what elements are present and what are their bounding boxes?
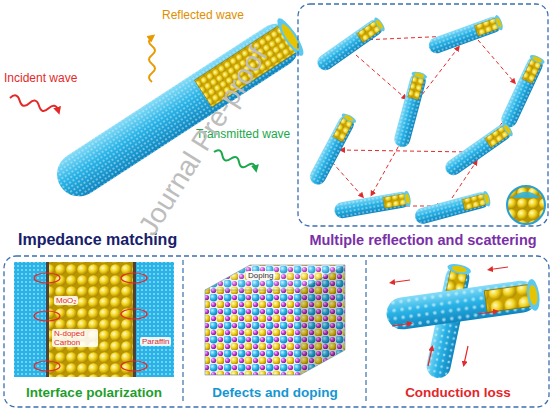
svg-part [499,53,546,130]
svg-part [392,70,427,149]
bottom-border [4,256,549,407]
small-tubes [307,14,546,225]
svg-part [205,290,300,375]
svg-part [34,311,60,321]
svg-part [490,267,508,270]
transmitted-wave [213,149,257,172]
svg-part [14,262,46,377]
panel-title: Interface polarization [26,385,162,401]
material-label: Paraffin [140,337,171,346]
material-label: N-doped Carbon [52,329,98,347]
reflection-paths [332,36,518,206]
svg-part [205,265,345,375]
svg-part [34,361,60,371]
svg-part [314,16,386,73]
svg-part [121,273,147,283]
material-label: MoO₂ [54,296,78,305]
lattice-figure [205,265,345,375]
svg-part [512,192,540,198]
svg-part [121,361,147,371]
divider [182,260,183,403]
interface-figure [14,262,174,377]
panel-title: Multiple reflection and scattering [309,232,536,249]
wave-label: Incident wave [4,72,77,86]
svg-part [34,273,147,371]
svg-part [442,121,514,178]
svg-part [392,324,410,327]
svg-part [300,265,345,375]
panel-title: Defects and doping [212,385,337,401]
svg-part [392,267,508,366]
incident-wave [9,94,59,115]
panel-section: Defects and doping [184,256,366,408]
panel-section: Conduction loss [367,256,549,408]
svg-part [427,14,505,55]
svg-part [121,309,147,319]
divider [365,260,366,403]
svg-part [136,262,174,377]
svg-part [356,55,405,98]
svg-part [332,162,362,196]
svg-part [49,262,133,377]
svg-part [307,112,357,187]
material-label: Doping [246,271,275,280]
svg-part [34,273,60,283]
svg-part [46,262,49,377]
svg-part [300,265,345,375]
svg-part [385,278,542,331]
panel-section: Multiple reflection and scattering [294,4,552,254]
svg-part [478,312,496,315]
svg-part [464,346,468,364]
svg-part [14,262,46,377]
reflected-wave [149,37,155,82]
conduction-figure [385,262,542,380]
svg-part [507,186,545,224]
svg-part [392,280,410,283]
svg-part [342,150,470,152]
svg-part [333,190,412,219]
zoom-inset [507,186,545,224]
wave-label: Reflected wave [162,9,244,23]
panel-title: Conduction loss [405,385,511,401]
svg-part [273,15,307,58]
svg-part [428,348,432,366]
svg-part [478,40,514,82]
panel-border [298,4,548,226]
svg-part [136,262,174,377]
svg-part [413,190,492,225]
